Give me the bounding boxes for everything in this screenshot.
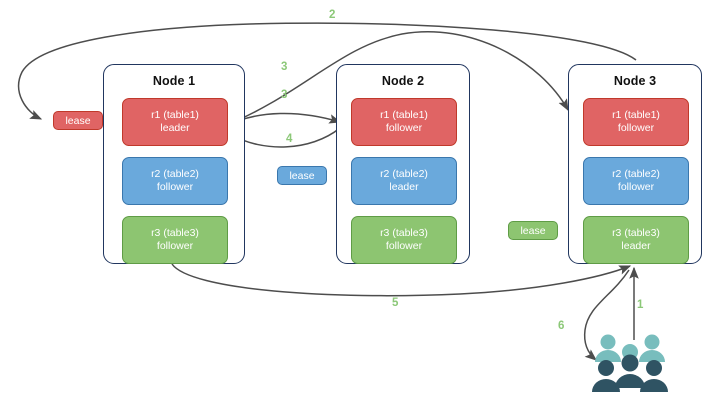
replica-node-3-r2[interactable]: r2 (table2) follower [583, 157, 689, 205]
replica-role: leader [389, 181, 419, 193]
replica-node-2-r3[interactable]: r3 (table3) follower [351, 216, 457, 264]
node-box-node-1[interactable]: Node 1 r1 (table1) leader r2 (table2) fo… [103, 64, 245, 264]
lease-badge-r1[interactable]: lease [53, 111, 103, 130]
replica-name: r2 (table2) [151, 168, 199, 180]
replica-node-1-r3[interactable]: r3 (table3) follower [122, 216, 228, 264]
replica-role: follower [156, 181, 194, 193]
replica-node-2-r1[interactable]: r1 (table1) follower [351, 98, 457, 146]
edge-5-path [171, 263, 632, 297]
replica-name: r2 (table2) [380, 168, 428, 180]
replica-name: r3 (table3) [380, 227, 428, 239]
replica-role: leader [160, 122, 190, 134]
replica-name: r1 (table1) [612, 109, 660, 121]
edge-label-3a: 3 [281, 61, 288, 73]
replica-name: r2 (table2) [612, 168, 660, 180]
edge-label-6: 6 [558, 320, 565, 332]
node-title-node-3: Node 3 [613, 74, 657, 88]
replica-node-2-r2[interactable]: r2 (table2) leader [351, 157, 457, 205]
edge-label-3b: 3 [281, 89, 288, 101]
replica-node-1-r1[interactable]: r1 (table1) leader [122, 98, 228, 146]
node-title-node-2: Node 2 [381, 74, 425, 88]
replica-role: follower [156, 240, 194, 252]
edge-label-4: 4 [286, 133, 293, 145]
node-title-node-1: Node 1 [152, 74, 196, 88]
replica-name: r3 (table3) [612, 227, 660, 239]
edge-label-1: 1 [637, 299, 644, 311]
node-box-node-3[interactable]: Node 3 r1 (table1) follower r2 (table2) … [568, 64, 702, 264]
lease-badge-r2[interactable]: lease [277, 166, 327, 185]
edge-label-2: 2 [329, 9, 336, 21]
replica-role: follower [385, 122, 423, 134]
node-box-node-2[interactable]: Node 2 r1 (table1) follower r2 (table2) … [336, 64, 470, 264]
lease-badge-r3[interactable]: lease [508, 221, 558, 240]
replica-role: follower [617, 181, 655, 193]
replica-role: leader [621, 240, 651, 252]
users-icon [592, 334, 668, 392]
replica-node-3-r1[interactable]: r1 (table1) follower [583, 98, 689, 146]
replica-role: follower [385, 240, 423, 252]
replica-node-3-r3[interactable]: r3 (table3) leader [583, 216, 689, 264]
replica-name: r1 (table1) [380, 109, 428, 121]
replica-role: follower [617, 122, 655, 134]
replica-name: r1 (table1) [151, 109, 199, 121]
replica-node-1-r2[interactable]: r2 (table2) follower [122, 157, 228, 205]
edge-label-5: 5 [392, 297, 399, 309]
replica-name: r3 (table3) [151, 227, 199, 239]
